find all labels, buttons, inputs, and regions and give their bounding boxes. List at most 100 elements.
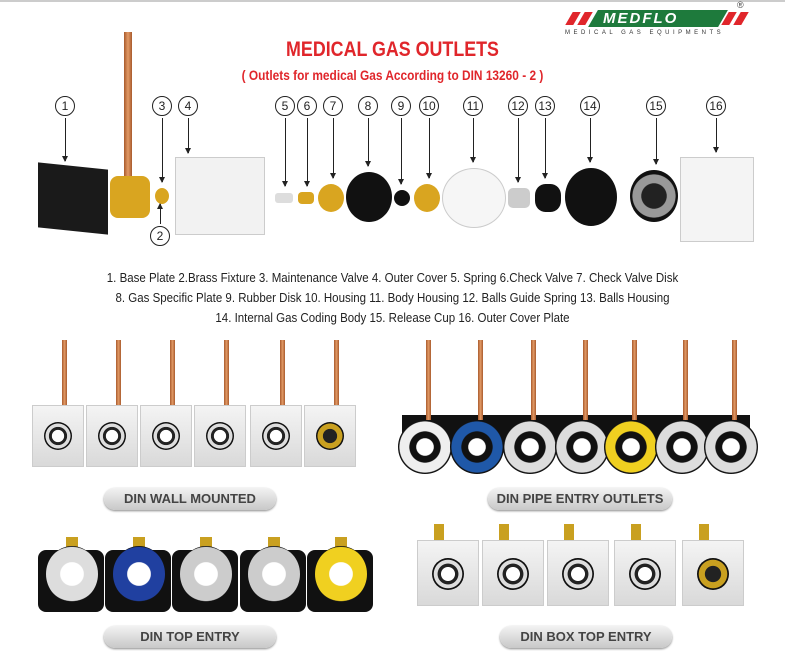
label-din-wall-mounted: DIN WALL MOUNTED [104,488,276,510]
outlet-box [32,405,84,467]
internal-gas-coding-body [565,168,617,226]
outlet-dial [152,422,180,450]
body-housing [442,168,506,228]
page-subtitle: ( Outlets for medical Gas According to D… [241,67,544,83]
callout-4: 4 [178,96,198,116]
top-border [0,0,785,2]
callout-3: 3 [152,96,172,116]
callout-5: 5 [275,96,295,116]
callout-2: 2 [150,226,170,246]
parts-legend-line-1: 1. Base Plate 2.Brass Fixture 3. Mainten… [106,271,679,285]
brand-name: MEDFLO [603,10,679,27]
callout-arrow [282,118,288,187]
top-entry-dial [46,546,98,602]
outlet-dial [98,422,126,450]
outlet-dial [655,420,709,474]
release-cup [630,170,678,222]
base-plate [38,162,108,235]
callout-9: 9 [391,96,411,116]
callout-15: 15 [646,96,666,116]
copper-pipe [124,32,132,180]
top-entry-dial [315,546,367,602]
copper-pipe [732,340,737,420]
callout-1: 1 [55,96,75,116]
callout-13: 13 [535,96,555,116]
top-entry-dial [248,546,300,602]
callout-arrow [653,118,659,165]
callout-arrow [587,118,593,163]
callout-7: 7 [323,96,343,116]
label-text: DIN BOX TOP ENTRY [520,629,652,644]
copper-pipe [632,340,637,420]
callout-arrow [713,118,719,153]
outer-cover-plate [680,157,754,242]
housing [414,184,440,212]
outlet-dial [450,420,504,474]
callout-6: 6 [297,96,317,116]
rubber-disk [394,190,410,206]
outlet-dial [604,420,658,474]
spring [275,193,293,203]
copper-pipe [334,340,339,410]
callout-12: 12 [508,96,528,116]
callout-arrow [304,118,310,187]
outlet-dial [697,558,729,590]
copper-pipe [116,340,121,410]
brand-tagline: MEDICAL GAS EQUIPMENTS [565,30,725,36]
callout-arrow [185,118,191,154]
copper-pipe [170,340,175,410]
copper-pipe [583,340,588,420]
copper-pipe [683,340,688,420]
label-din-top-entry: DIN TOP ENTRY [104,626,276,648]
outlet-dial [497,558,529,590]
outlet-dial [398,420,452,474]
copper-pipe [280,340,285,410]
callout-arrow [542,118,548,179]
outlet-box [304,405,356,467]
page-title: MEDICAL GAS OUTLETS [286,38,499,61]
medflo-logo: MEDFLO ® MEDICAL GAS EQUIPMENTS [565,0,755,38]
maintenance-valve [155,188,169,204]
callout-arrow [62,118,68,162]
brass-top [499,524,509,544]
label-text: DIN WALL MOUNTED [124,491,256,506]
outlet-dial [503,420,557,474]
outlet-dial [206,422,234,450]
callout-11: 11 [463,96,483,116]
balls-housing [535,184,561,212]
copper-pipe [224,340,229,410]
parts-legend-line-3: 14. Internal Gas Coding Body 15. Release… [215,311,570,325]
callout-arrow [398,118,404,185]
copper-pipe [62,340,67,410]
brass-fixture [110,176,150,218]
label-din-pipe-entry-outlets: DIN PIPE ENTRY OUTLETS [488,488,672,510]
callout-10: 10 [419,96,439,116]
callout-arrow [515,118,521,183]
outer-cover [175,157,265,235]
check-valve-disk [318,184,344,212]
brass-top [434,524,444,544]
gas-specific-plate [346,172,392,222]
outlet-dial [316,422,344,450]
callout-arrow [365,118,371,167]
label-text: DIN TOP ENTRY [140,629,240,644]
registered-mark: ® [737,0,744,10]
callout-16: 16 [706,96,726,116]
outlet-dial [629,558,661,590]
copper-pipe [426,340,431,420]
copper-pipe [478,340,483,420]
top-entry-dial [113,546,165,602]
callout-14: 14 [580,96,600,116]
parts-legend-line-2: 8. Gas Specific Plate 9. Rubber Disk 10.… [115,291,670,305]
brass-top [631,524,641,544]
outlet-dial [44,422,72,450]
brass-top [564,524,574,544]
outlet-dial [262,422,290,450]
brass-top [699,524,709,544]
callout-arrow [426,118,432,179]
check-valve [298,192,314,204]
outlet-dial [562,558,594,590]
label-din-box-top-entry: DIN BOX TOP ENTRY [500,626,672,648]
callout-arrow [159,118,165,183]
top-entry-dial [180,546,232,602]
